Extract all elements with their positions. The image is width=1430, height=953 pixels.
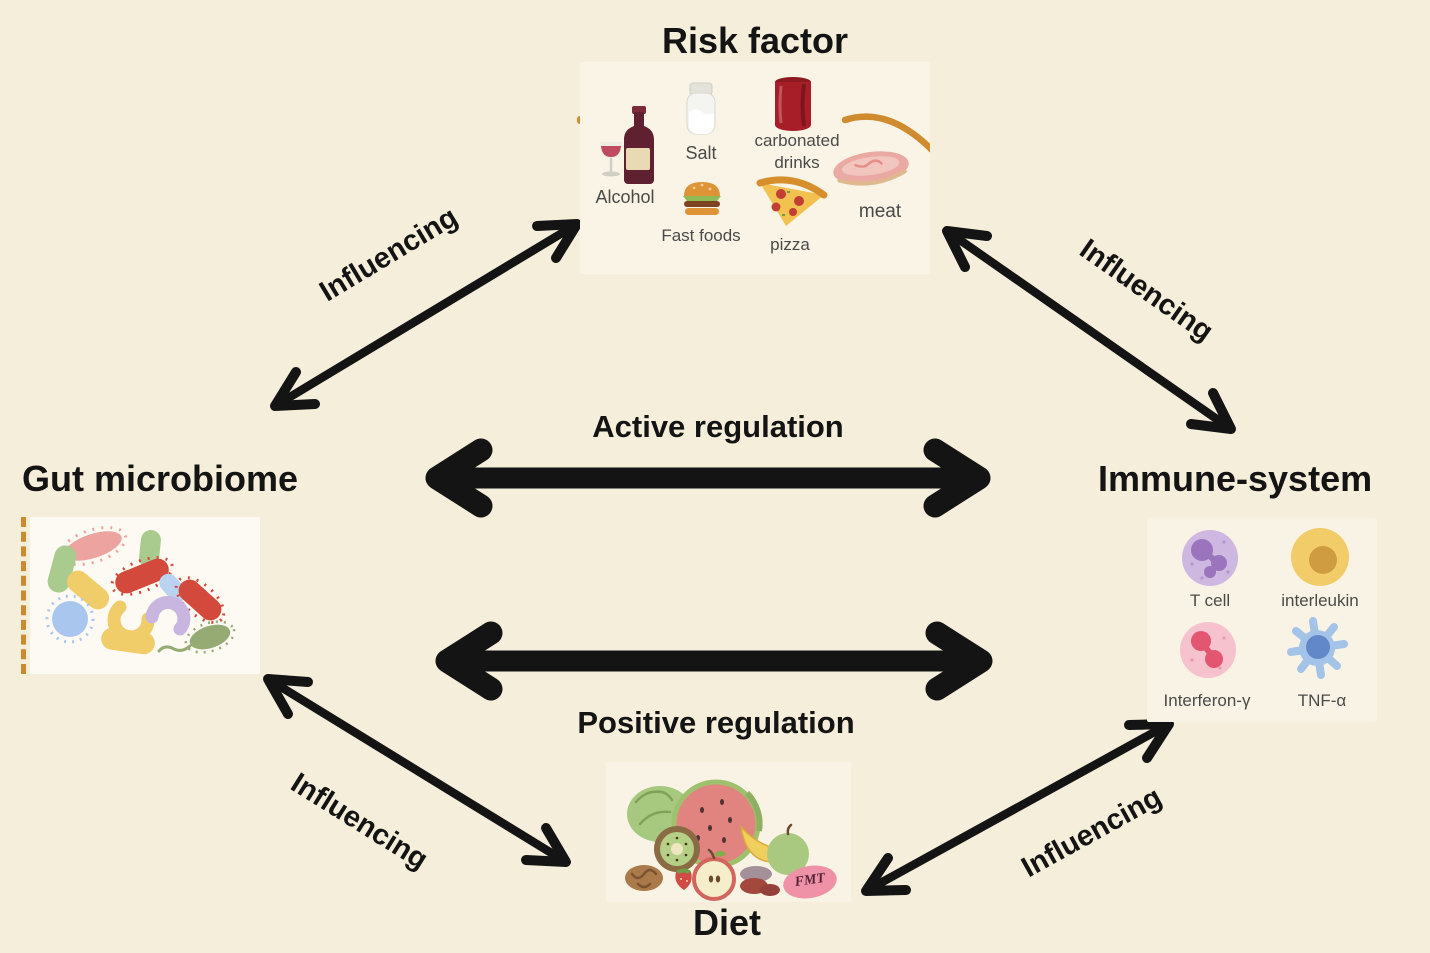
walnut-icon: [625, 865, 663, 891]
risk-factor-title: Risk factor: [661, 20, 849, 61]
meat-icon: [833, 151, 909, 186]
tnf-alpha-label: TNF-α: [1297, 691, 1347, 710]
risk-factor-illustration: [600, 77, 930, 226]
edge-label-active-regulation: Active regulation: [592, 409, 844, 444]
edge-label-gut-diet: Influencing: [285, 767, 434, 877]
kiwi-icon: [654, 826, 700, 872]
apple-half-icon: [692, 848, 736, 901]
interferon-gamma-icon: [1180, 622, 1236, 678]
immune-system-image: T cell interleukin Interferon-γ TNF-α: [1147, 518, 1377, 722]
gut-microbiome-image: [30, 517, 260, 674]
edge-label-positive-regulation: Positive regulation: [577, 705, 855, 740]
carbonated-drinks-icon: [775, 77, 811, 131]
salt-icon: [686, 82, 716, 135]
arrow-gut-diet: [263, 674, 571, 867]
blue-spiky-microbe-icon: [45, 594, 95, 644]
interleukin-icon: [1291, 528, 1349, 586]
dates-icon: [740, 878, 780, 896]
pizza-icon: [756, 176, 828, 226]
interleukin-label: interleukin: [1281, 591, 1359, 610]
olive-bacterium-icon: [184, 620, 236, 654]
tnf-alpha-icon: [1287, 617, 1348, 679]
orange-arc: [841, 113, 930, 153]
fmt-capsule-icon: [783, 865, 837, 899]
interferon-gamma-label: Interferon-γ: [1163, 691, 1251, 710]
risk-factor-image: Alcohol Salt carbonated drinks Fast food…: [580, 62, 930, 274]
strawberry-icon: [675, 868, 692, 890]
salt-label: Salt: [685, 143, 717, 163]
green-apple-icon: [767, 823, 809, 875]
t-cell-icon: [1182, 530, 1238, 586]
diet-title: Diet: [692, 902, 762, 943]
arrow-active-regulation: [425, 438, 991, 518]
alcohol-icon: [600, 106, 654, 184]
green-rod-top-icon: [139, 530, 161, 568]
fast-foods-icon: [683, 182, 721, 215]
pizza-label: pizza: [770, 235, 810, 254]
purple-crescent-icon: [145, 596, 191, 636]
t-cell-label: T cell: [1189, 591, 1231, 610]
fast-foods-label: Fast foods: [661, 226, 741, 245]
gray-blob-icon: [740, 866, 772, 882]
flagellum: [157, 644, 192, 653]
immune-cells-illustration: [1180, 528, 1349, 679]
arrow-positive-regulation: [435, 621, 993, 701]
gut-microbiome-title: Gut microbiome: [22, 458, 299, 499]
edge-label-gut-risk: Influencing: [314, 201, 464, 309]
bacteria-illustration: [45, 526, 236, 655]
gut-dashed-accent: [21, 517, 26, 674]
edge-label-risk-immune: Influencing: [1073, 233, 1219, 349]
carbonated-drinks-label: carbonated drinks: [754, 131, 840, 173]
edge-label-diet-immune: Influencing: [1016, 781, 1168, 885]
yellow-rod-icon: [67, 570, 109, 610]
yellow-rod-bottom-icon: [101, 627, 155, 655]
diet-illustration: [625, 779, 837, 901]
red-rod-right-icon: [174, 576, 226, 624]
immune-system-title: Immune-system: [1098, 458, 1373, 499]
diet-image: FMT: [606, 762, 851, 902]
meat-label: meat: [858, 201, 902, 222]
alcohol-label: Alcohol: [595, 187, 655, 207]
